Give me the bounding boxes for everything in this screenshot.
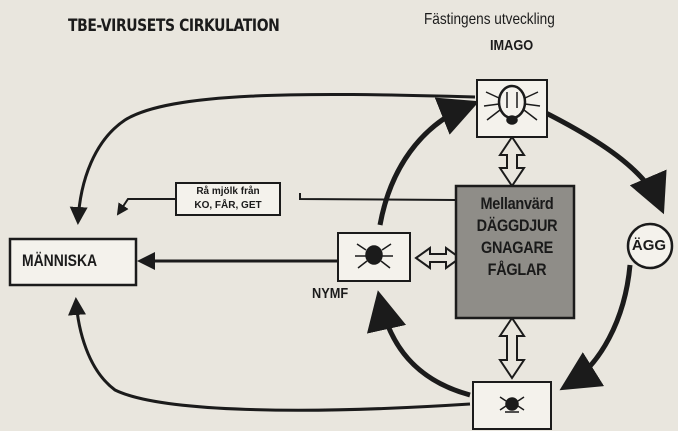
- diagram-title: TBE-VIRUSETS CIRKULATION: [68, 16, 280, 36]
- host-line-1: Mellanvärd: [480, 194, 554, 213]
- human-label: MÄNNISKA: [22, 251, 98, 270]
- tick-nymph-icon: [355, 243, 393, 269]
- diagram-subtitle: Fästingens utveckling: [424, 11, 555, 28]
- tick-larva-icon: [499, 396, 525, 413]
- raw-milk-box: [175, 182, 281, 216]
- host-line-4: FÅGLAR: [487, 260, 547, 279]
- raw-milk-text: Rå mjölk från KO, FÅR, GET: [176, 185, 280, 213]
- imago-label: IMAGO: [490, 37, 534, 54]
- host-line-3: GNAGARE: [480, 238, 554, 257]
- egg-circle: [626, 222, 674, 270]
- human-transmission-arrows: [68, 92, 476, 412]
- host-box: [454, 184, 576, 320]
- nymf-box: [337, 232, 411, 282]
- larva-box: [472, 381, 552, 430]
- human-box: [8, 237, 138, 287]
- raw-milk-line-2: KO, FÅR, GET: [194, 200, 262, 211]
- tick-adult-icon: [483, 84, 541, 125]
- lifecycle-loop: [366, 97, 667, 398]
- imago-box: [476, 79, 548, 138]
- nymf-label: NYMF: [312, 285, 349, 302]
- egg-label: ÄGG: [631, 237, 667, 254]
- raw-milk-line-1: Rå mjölk från: [196, 186, 260, 197]
- host-list: Mellanvärd DÄGGDJUR GNAGARE FÅGLAR: [469, 193, 566, 281]
- host-line-2: DÄGGDJUR: [476, 216, 558, 235]
